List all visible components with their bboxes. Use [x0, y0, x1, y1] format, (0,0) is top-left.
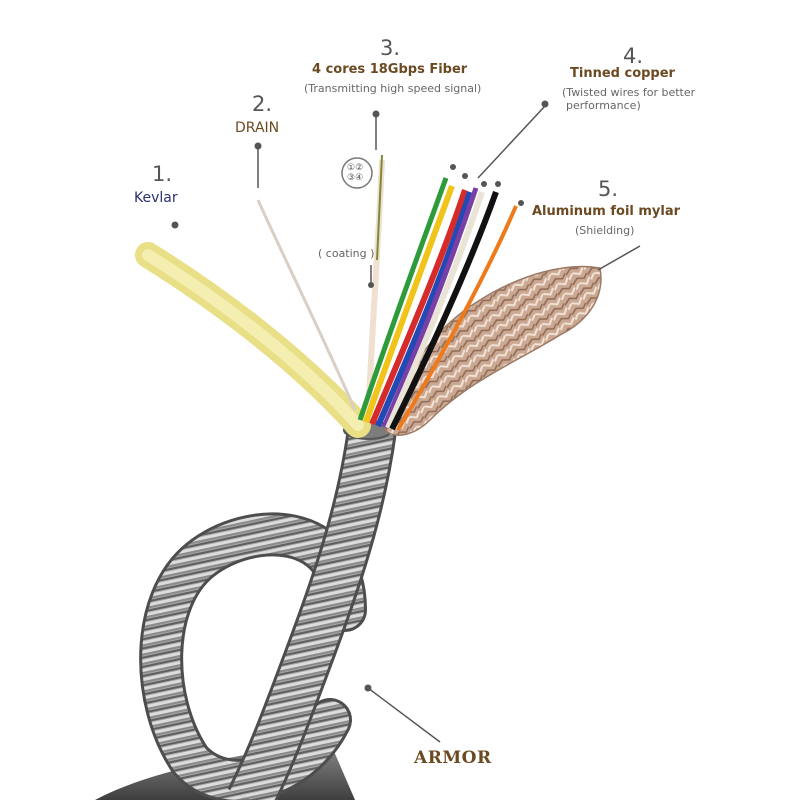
copper-label: Tinned copper [570, 66, 675, 81]
foil-label: Aluminum foil mylar [532, 204, 681, 219]
copper-wires [357, 177, 518, 432]
fiber-number: 3. [380, 36, 401, 60]
foil-number: 5. [598, 177, 619, 201]
fiber-core-icon [341, 157, 373, 189]
kevlar-label: Kevlar [134, 190, 178, 206]
armor-label: ARMOR [414, 748, 492, 768]
fiber-note: (Transmitting high speed signal) [304, 82, 482, 95]
marker-dots [171, 100, 549, 692]
foil-mylar [384, 265, 602, 436]
copper-note-line2: performance) [566, 99, 641, 112]
foil-note: (Shielding) [575, 224, 635, 237]
leader-lines [257, 105, 641, 743]
fiber-core-mark-bottom: ③④ [347, 173, 364, 183]
copper-note-line1: (Twisted wires for better [562, 86, 696, 99]
fiber-label: 4 cores 18Gbps Fiber [312, 62, 468, 77]
copper-number: 4. [623, 44, 644, 68]
drain-label: DRAIN [235, 120, 280, 136]
coating-note: ( coating ) [318, 247, 375, 260]
drain-wire [256, 199, 357, 411]
fiber-core-mark-top: ①② [347, 163, 364, 173]
drain-number: 2. [252, 92, 273, 116]
kevlar-number: 1. [152, 162, 173, 186]
